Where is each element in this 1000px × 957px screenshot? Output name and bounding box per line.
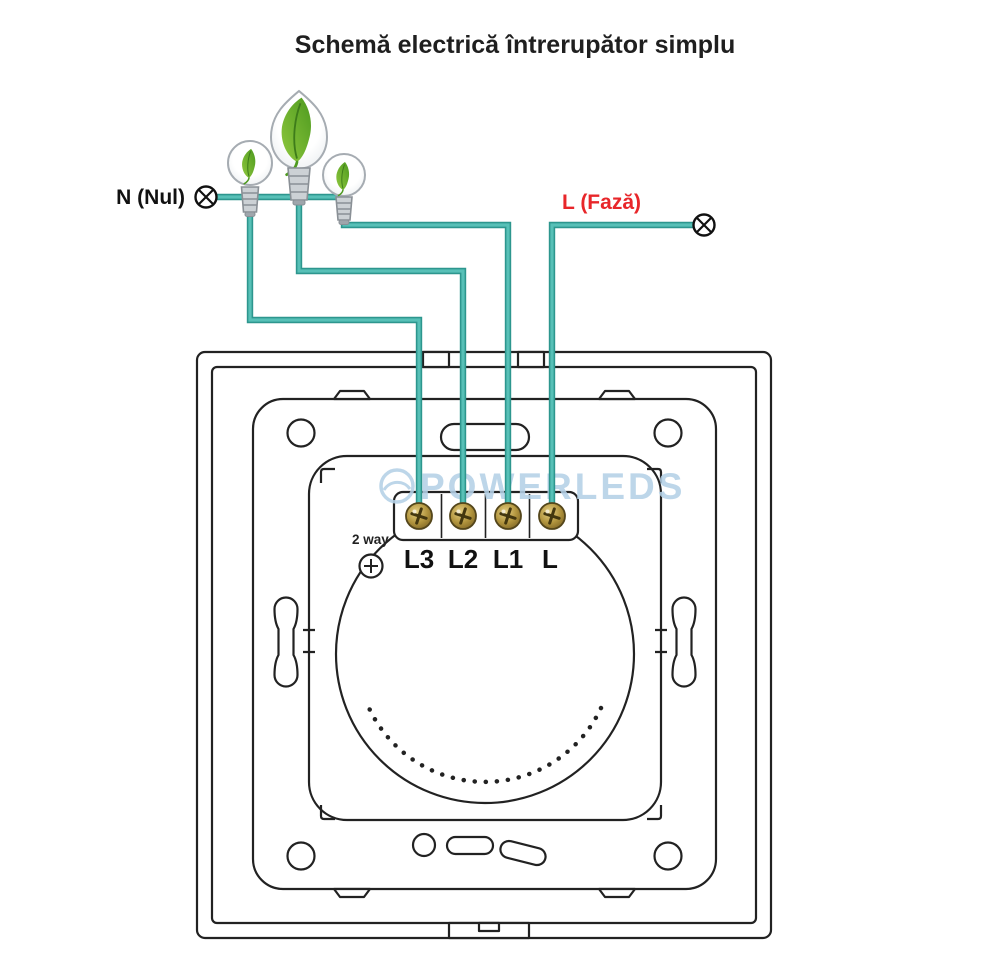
light-bulb-1 [227,140,273,217]
wire-bulb1-to-l3 [248,206,421,509]
plate-tab [597,389,637,401]
terminal-screw-l1 [494,502,522,530]
plate-tab [597,887,637,899]
bulb-base [335,196,353,225]
plate-bottom-hole [411,832,437,858]
plate-tab [332,887,372,899]
mounting-hole [286,841,316,871]
phase-label: L (Fază) [562,191,641,214]
frame-top-notch [421,350,451,369]
mounting-hole [286,418,316,448]
frame-bottom-tab-notch [477,921,501,933]
terminal-screw-l3 [405,502,433,530]
plate-top-slot [439,422,531,452]
adjustment-slot [671,596,697,688]
switch-rear-view [195,350,773,940]
terminal-screws [405,502,566,530]
watermark: POWERLEDS [379,466,682,507]
switch-outer-frame [195,350,773,940]
light-bulb-2 [269,89,329,206]
bulb-base [240,186,260,217]
terminal-label-l3: L3 [404,544,434,574]
mounting-plate [251,397,718,891]
wire-bulb2-to-l2 [297,193,465,509]
corner-bracket [319,805,335,821]
plate-bottom-slot [445,835,495,856]
corner-bracket [319,467,335,483]
terminal-screw-l2 [449,502,477,530]
diagram-title: Schemă electrică întrerupător simplu [295,31,735,59]
corner-bracket [647,805,663,821]
two-way-selector-label: 2 way [352,532,389,547]
terminal-label-l: L [542,544,558,574]
terminal-screw-l [538,502,566,530]
leaf-icon [336,162,350,197]
mounting-hole [653,841,683,871]
wire-bulb1-to-l3 [246,206,423,509]
adjustment-slot [273,596,299,688]
two-way-selector-screw [358,553,384,579]
housing-tick-marks [303,628,667,654]
mounting-hole [653,418,683,448]
dial-dotted-arc [366,705,604,785]
corner-bracket [647,467,663,483]
terminal-block-dividers [440,494,531,538]
mechanism-housing [307,454,663,822]
wire-phase-to-l [550,223,694,509]
plate-bottom-slot [499,839,547,867]
phase-connector-icon [692,213,716,237]
neutral-label: N (Nul) [116,186,185,209]
terminal-label-l1: L1 [493,544,523,574]
watermark-logo-icon [379,468,415,504]
leaf-icon [242,148,256,185]
plate-tab [332,389,372,401]
light-bulb-3 [322,153,366,225]
bulb-base [287,167,311,206]
terminal-label-l2: L2 [448,544,478,574]
neutral-connector-icon [194,185,218,209]
frame-top-notch [516,350,546,369]
mechanism-dial [334,503,636,805]
